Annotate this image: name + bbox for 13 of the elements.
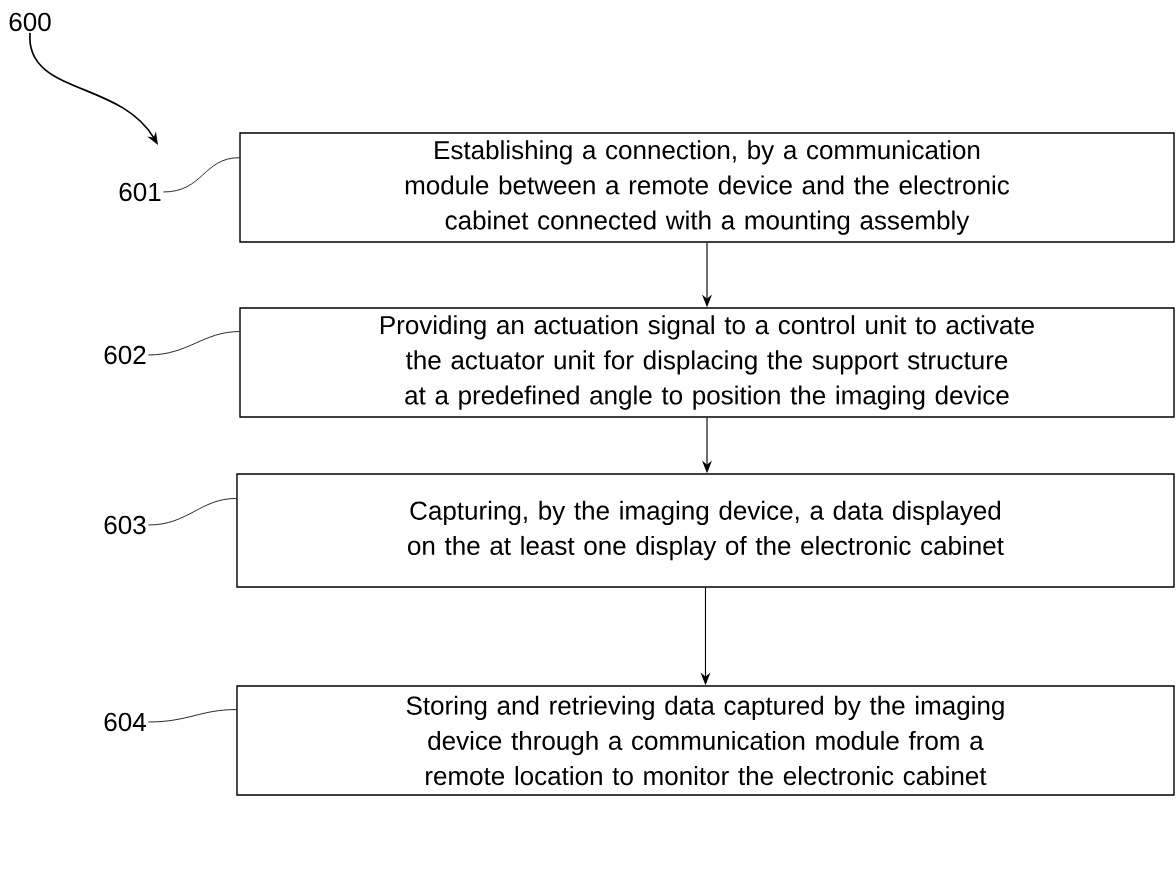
reference-number: 603 [104, 515, 146, 535]
figure-number: 600 [9, 12, 51, 32]
reference-number: 604 [104, 712, 146, 732]
process-box: Establishing a connection, by a communication module between a remote device and the electronic cabinet connected with a mounting assembly [239, 132, 1175, 243]
leader-line [147, 709, 237, 723]
reference-number: 602 [104, 345, 146, 365]
process-box: Capturing, by the imaging device, a data displayed on the at least one display of the electronic cabinet [236, 473, 1175, 588]
leader-line [162, 157, 240, 193]
process-box: Providing an actuation signal to a control unit to activate the actuator unit for displacing the support structure at a predefined angle to position the imaging device [239, 307, 1175, 418]
process-box: Storing and retrieving data captured by the imaging device through a communication module from a remote location to monitor the electronic cabinet [236, 685, 1175, 796]
leader-line [147, 498, 237, 526]
reference-number: 601 [119, 182, 161, 202]
leader-line [147, 331, 240, 356]
